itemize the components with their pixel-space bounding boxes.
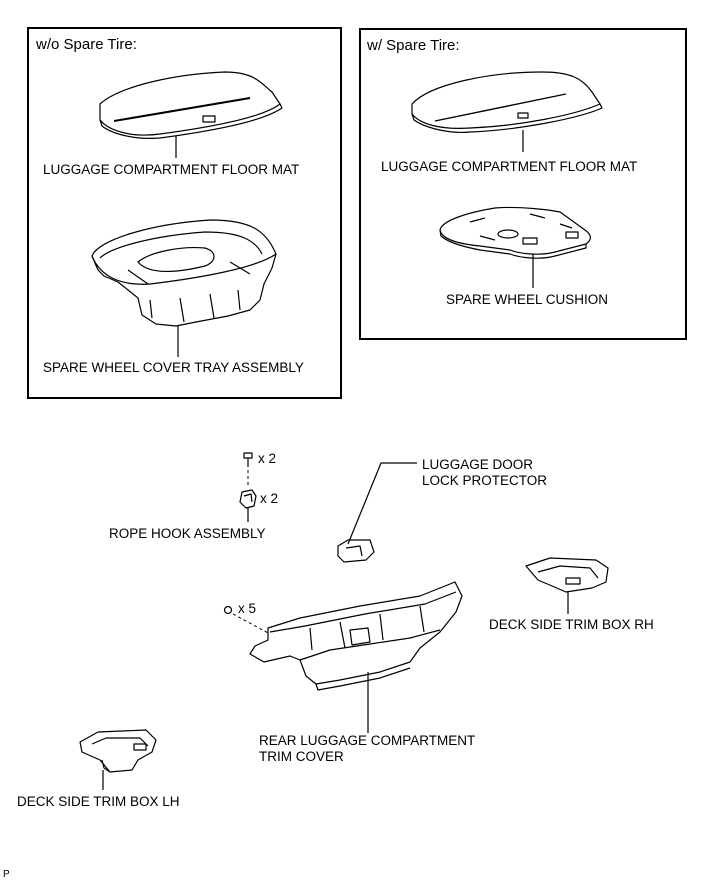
bolt-quantity: x 2 [258, 451, 277, 466]
label-lock-protector-line2: LOCK PROTECTOR [422, 473, 548, 488]
footer-mark: P [3, 869, 10, 880]
label-deck-side-trim-box-rh: DECK SIDE TRIM BOX RH [489, 617, 654, 632]
label-spare-wheel-cushion: SPARE WHEEL CUSHION [446, 292, 609, 307]
label-floor-mat-right: LUGGAGE COMPARTMENT FLOOR MAT [381, 159, 638, 174]
label-lock-protector-line1: LUGGAGE DOOR [422, 457, 534, 472]
bolt-illustration [243, 452, 253, 488]
trim-cover-illustration [249, 581, 463, 733]
floor-mat-left-illustration [99, 71, 283, 158]
clip-quantity: x 5 [238, 601, 257, 616]
label-deck-side-trim-box-lh: DECK SIDE TRIM BOX LH [17, 794, 180, 809]
deck-rh-illustration [525, 557, 609, 614]
rope-hook-illustration [239, 489, 257, 522]
clip-illustration [223, 605, 271, 635]
hook-quantity: x 2 [260, 491, 279, 506]
tray-illustration [91, 219, 277, 357]
label-trim-cover-line1: REAR LUGGAGE COMPARTMENT [259, 733, 476, 748]
panel-title-without-spare: w/o Spare Tire: [36, 36, 137, 53]
label-floor-mat-left: LUGGAGE COMPARTMENT FLOOR MAT [43, 162, 300, 177]
label-trim-cover-line2: TRIM COVER [259, 749, 344, 764]
panel-title-with-spare: w/ Spare Tire: [367, 37, 460, 54]
cushion-illustration [439, 206, 591, 288]
floor-mat-right-illustration [411, 71, 603, 152]
deck-lh-illustration [79, 729, 157, 790]
lock-protector-illustration [337, 462, 417, 563]
label-spare-wheel-cover-tray: SPARE WHEEL COVER TRAY ASSEMBLY [43, 360, 304, 375]
label-rope-hook-assembly: ROPE HOOK ASSEMBLY [109, 526, 266, 541]
